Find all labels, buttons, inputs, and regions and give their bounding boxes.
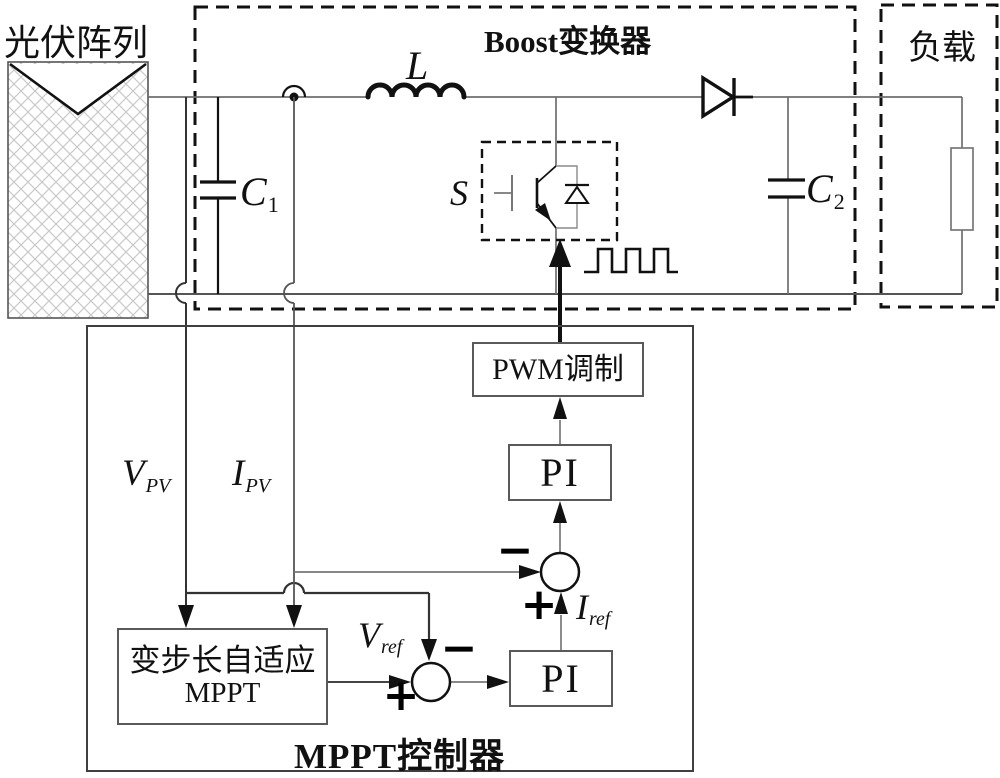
load-dashed-border (879, 3, 999, 309)
pwm-waveform-icon (584, 247, 678, 274)
pwm-modulation-block: PWM调制 (472, 342, 644, 397)
pi-voltage-block: PI (509, 650, 613, 707)
pv-array-symbol (7, 61, 149, 319)
mppt-algorithm-line2: MPPT (184, 676, 261, 709)
sum-current-plus-sign: + (520, 579, 558, 630)
pwm-gate-arrow (549, 239, 571, 342)
mppt-controller-box (86, 325, 694, 772)
inductor-label: L (406, 43, 429, 88)
sum-voltage-plus-sign: + (382, 670, 420, 721)
sum-current-minus-sign: − (496, 525, 534, 576)
cap2-label: C2 (806, 166, 845, 215)
vpv-sense-line (175, 97, 437, 661)
iref-label: Iref (576, 587, 611, 631)
inductor-symbol (365, 82, 467, 100)
boost-dashed-border (193, 5, 857, 311)
sum-voltage-junction (410, 661, 452, 703)
load-resistor-symbol (950, 147, 974, 231)
switch-dashed-box (480, 140, 619, 242)
boost-converter-title: Boost变换器 (484, 24, 652, 59)
ipv-label: IPV (232, 453, 271, 497)
pi-current-label: PI (540, 449, 580, 495)
pv-chevron (10, 64, 146, 114)
igbt-switch-symbol (480, 97, 619, 294)
ipv-sense-line (283, 97, 541, 628)
sum-current-junction (539, 551, 581, 593)
pv-array-title: 光伏阵列 (4, 23, 149, 63)
diode-symbol (701, 74, 753, 120)
control-arrowheads (389, 397, 568, 689)
control-flow-arrows (328, 420, 562, 683)
freewheel-diode (564, 183, 590, 204)
vref-label: Vref (358, 615, 403, 659)
capacitor-c1 (200, 97, 236, 294)
pi-voltage-label: PI (541, 655, 581, 701)
pi-current-block: PI (508, 444, 612, 501)
top-bus-wire (148, 96, 963, 294)
sum-voltage-minus-sign: − (440, 623, 478, 674)
capacitor-c2 (768, 97, 805, 294)
load-title: 负载 (908, 30, 976, 67)
mppt-algorithm-line1: 变步长自适应 (129, 643, 316, 678)
vpv-label: VPV (122, 453, 171, 497)
mppt-algorithm-block: 变步长自适应 MPPT (117, 628, 328, 725)
cap1-label: C1 (240, 169, 279, 218)
mppt-controller-title: MPPT控制器 (294, 737, 506, 776)
igbt-emitter-arrow (535, 203, 551, 221)
pwm-modulation-label: PWM调制 (492, 352, 624, 386)
switch-label: S (450, 173, 468, 213)
